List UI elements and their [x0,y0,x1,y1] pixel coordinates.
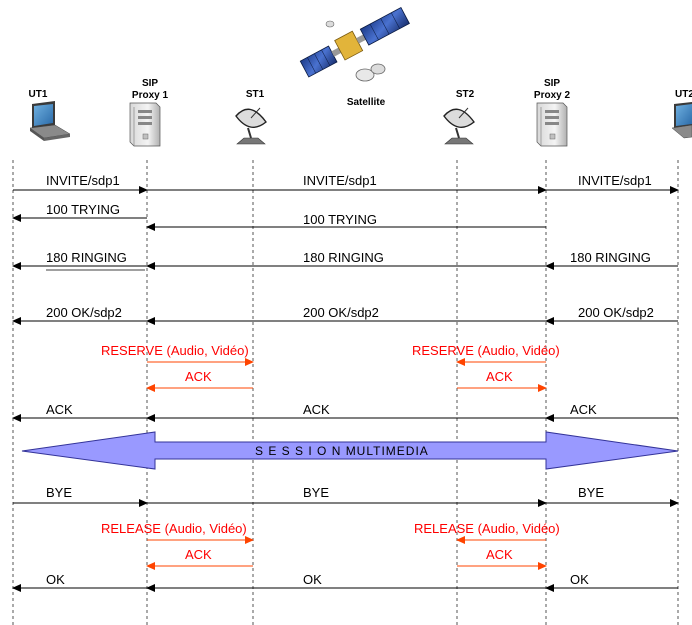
satellite-dish-icon [443,107,475,145]
label-ok-1: OK [46,572,65,587]
label-ack-reserve-1: ACK [185,369,212,384]
label-ok-sdp-3: 200 OK/sdp2 [578,305,654,320]
label-ack-3: ACK [570,402,597,417]
session-multimedia-arrow [21,431,679,470]
label-ack-reserve-2: ACK [486,369,513,384]
label-ack-1: ACK [46,402,73,417]
label-ringing-2: 180 RINGING [303,250,384,265]
label-ack-2: ACK [303,402,330,417]
label-bye-3: BYE [578,485,604,500]
entity-label-proxy1-line2: Proxy 1 [132,90,169,101]
label-ack-release-1: ACK [185,547,212,562]
label-trying-1: 100 TRYING [46,202,120,217]
label-bye-2: BYE [303,485,329,500]
label-bye-1: BYE [46,485,72,500]
label-ringing-3: 180 RINGING [570,250,651,265]
label-ack-release-2: ACK [486,547,513,562]
entity-label-ut2: UT2 [675,89,692,100]
entity-label-satellite: Satellite [347,97,386,108]
label-reserve-1: RESERVE (Audio, Vidéo) [101,343,249,358]
label-session-multimedia: S E S S I O N MULTIMEDIA [255,444,429,458]
label-invite-1: INVITE/sdp1 [46,173,120,188]
satellite-icon [299,7,410,82]
laptop-icon [671,102,692,139]
lifelines [12,160,679,625]
server-icon [536,102,568,147]
label-trying-2: 100 TRYING [303,212,377,227]
label-reserve-2: RESERVE (Audio, Vidéo) [412,343,560,358]
satellite-dish-icon [235,107,267,145]
label-ok-3: OK [570,572,589,587]
label-ok-2: OK [303,572,322,587]
server-icon [129,102,161,147]
label-ringing-1: 180 RINGING [46,250,127,265]
entity-label-st2: ST2 [456,89,475,100]
label-ok-sdp-2: 200 OK/sdp2 [303,305,379,320]
entity-label-proxy1-line1: SIP [142,78,158,89]
label-release-2: RELEASE (Audio, Vidéo) [414,521,560,536]
entity-label-st1: ST1 [246,89,265,100]
label-release-1: RELEASE (Audio, Vidéo) [101,521,247,536]
label-ok-sdp-1: 200 OK/sdp2 [46,305,122,320]
laptop-icon [29,101,71,141]
label-invite-2: INVITE/sdp1 [303,173,377,188]
entity-label-proxy2-line1: SIP [544,78,560,89]
entity-label-ut1: UT1 [29,89,48,100]
label-invite-3: INVITE/sdp1 [578,173,652,188]
entity-label-proxy2-line2: Proxy 2 [534,90,571,101]
